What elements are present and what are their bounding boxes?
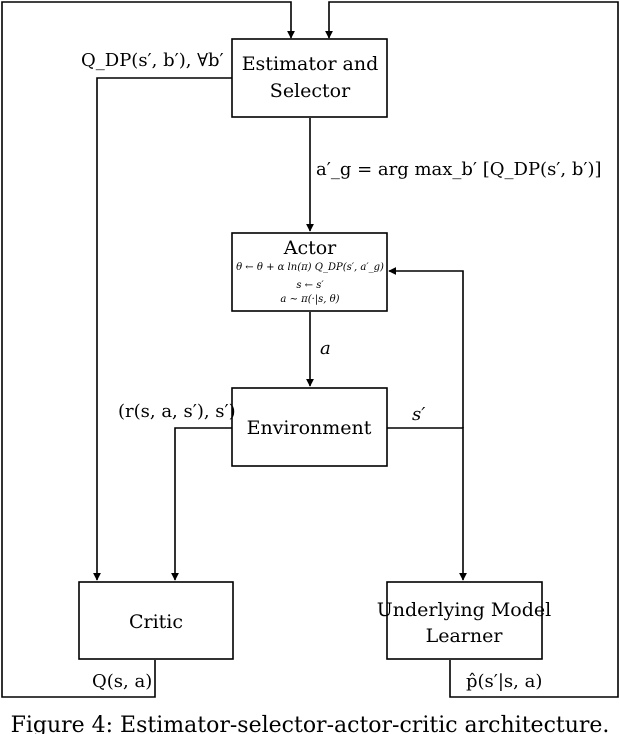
critic-box [78,581,234,660]
estimator-selector-box [231,38,388,118]
critic-feedback-loop [1,1,295,698]
actor-box [231,232,388,312]
action-label: a [320,338,331,359]
model-learner-label-line2: Learner [426,625,504,647]
q-value-label: Q(s, a) [92,671,152,692]
figure-caption: Figure 4: Estimator-selector-actor-criti… [11,713,610,734]
actor-state-update: s ← s′ [296,280,324,291]
next-state-label: s′ [412,404,425,425]
actor-update-equation: θ ← θ + α ln(π) Q_DP(s′, a′_g) [236,262,384,273]
qdp-all-actions-label: Q_DP(s′, b′), ∀b′ [81,50,224,71]
model-learner-label-line1: Underlying Model [377,599,551,621]
environment-box [231,387,388,467]
transition-estimate-label: p̂(s′|s, a) [466,671,542,692]
estimator-label-line1: Estimator and [242,53,379,75]
actor-action-sampling: a ∼ π(·|s, θ) [280,294,339,305]
edge-environment-to-model [387,427,467,581]
critic-label: Critic [129,611,183,633]
estimator-label-line2: Selector [270,80,351,102]
model-learner-box [386,581,543,660]
actor-title: Actor [283,237,337,259]
model-feedback-loop [325,1,619,698]
edge-estimator-to-critic [93,77,232,581]
greedy-action-label: a′_g = arg max_b′ [Q_DP(s′, b′)] [316,159,602,180]
edge-environment-to-critic [171,427,232,581]
reward-next-state-label: (r(s, a, s′), s′) [118,401,236,422]
edge-state-to-actor [388,267,464,428]
environment-label: Environment [247,417,372,439]
